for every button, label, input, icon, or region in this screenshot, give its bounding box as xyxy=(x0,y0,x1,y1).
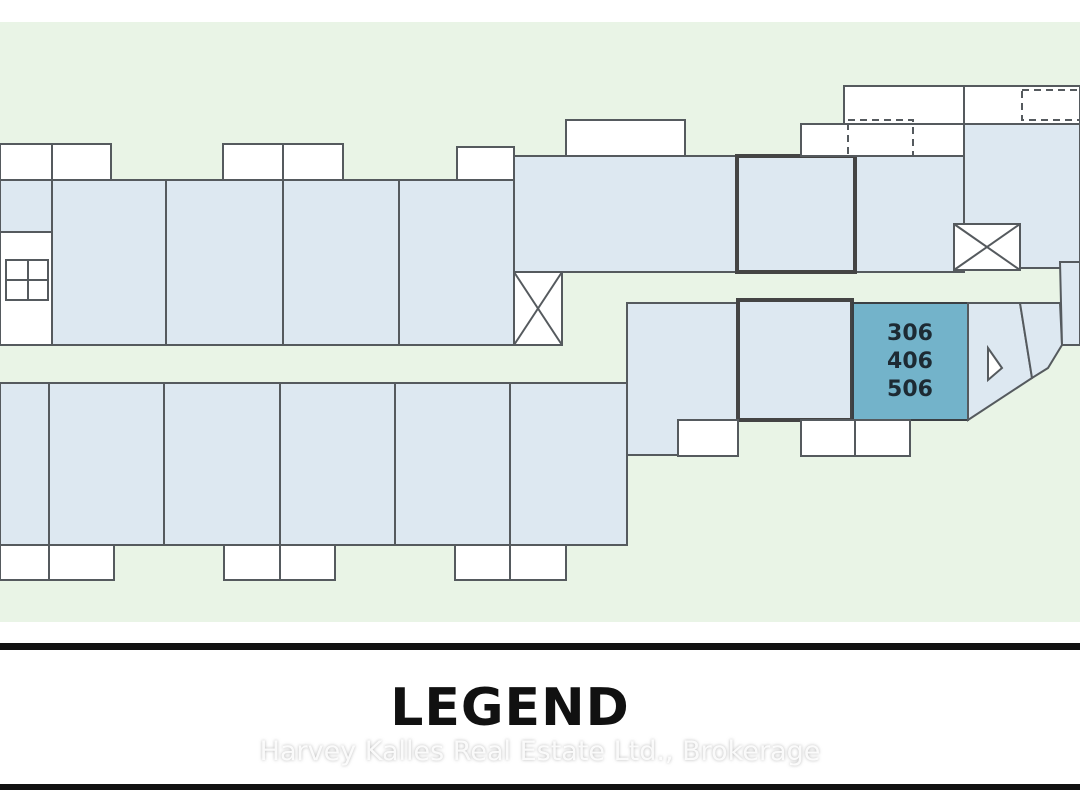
dashed-outlines xyxy=(847,89,1080,157)
brokerage-watermark: Harvey Kalles Real Estate Ltd., Brokerag… xyxy=(259,736,821,767)
elevator-shafts xyxy=(513,223,1021,346)
right-end-units xyxy=(967,261,1080,422)
lower-balconies xyxy=(0,544,567,581)
upper-balconies xyxy=(0,119,686,181)
unit-outlined xyxy=(735,154,857,274)
highlighted-unit[interactable]: 306 406 506 xyxy=(852,302,969,421)
unit xyxy=(165,179,284,346)
stair-triangle xyxy=(987,344,1004,383)
lower-left-units xyxy=(0,382,628,546)
legend-bottom-rule xyxy=(0,784,1080,790)
legend-top-rule xyxy=(0,643,1080,650)
lower-wing-balconies xyxy=(677,419,911,457)
stairwell xyxy=(0,231,53,346)
upper-left-units xyxy=(0,179,515,346)
unit xyxy=(398,179,515,346)
unit-outlined xyxy=(736,298,854,422)
unit xyxy=(282,179,400,346)
unit xyxy=(51,179,167,346)
unit xyxy=(0,179,53,233)
unit-number-label: 306 xyxy=(887,321,933,346)
upper-wing-units xyxy=(513,123,1080,273)
unit-number-label: 506 xyxy=(887,377,933,402)
unit-number-label: 406 xyxy=(887,349,933,374)
legend-title: LEGEND xyxy=(390,678,630,738)
